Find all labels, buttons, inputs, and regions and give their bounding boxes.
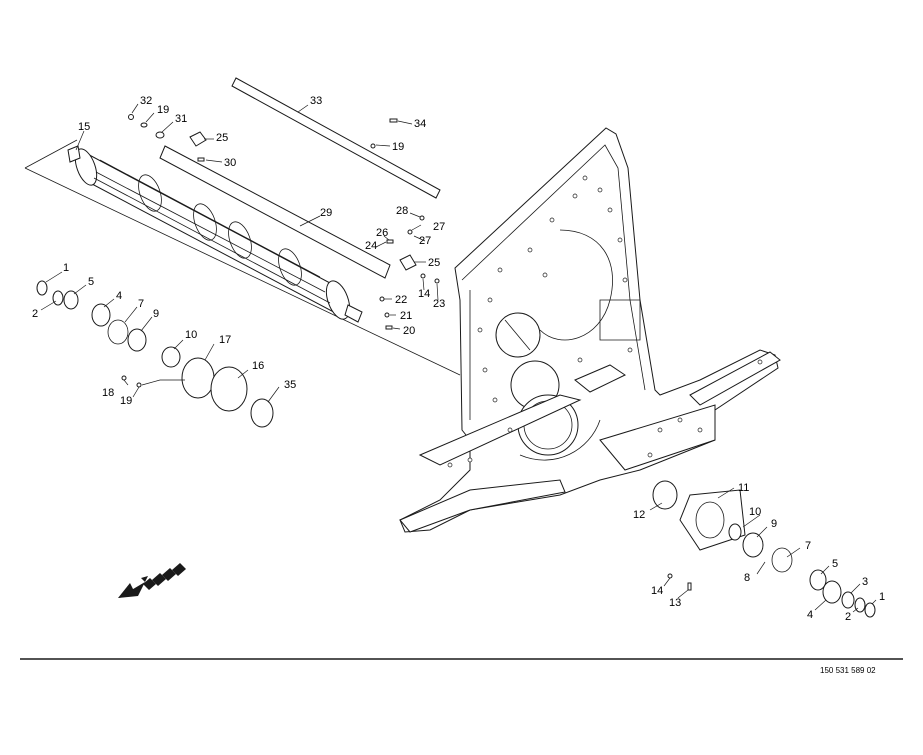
callout-4: 4 xyxy=(807,609,813,621)
callout-10: 10 xyxy=(185,329,197,341)
callout-7: 7 xyxy=(138,298,144,310)
callout-9: 9 xyxy=(771,518,777,530)
callout-9: 9 xyxy=(153,308,159,320)
callout-1: 1 xyxy=(63,262,69,274)
callout-24: 24 xyxy=(365,240,377,252)
callout-28: 28 xyxy=(396,205,408,217)
callout-2: 2 xyxy=(845,611,851,623)
callout-14: 14 xyxy=(651,585,663,597)
callout-13: 13 xyxy=(669,597,681,609)
nut-27 xyxy=(407,229,413,235)
bar-29 xyxy=(159,145,391,279)
callout-16: 16 xyxy=(252,360,264,372)
callout-7: 7 xyxy=(805,540,811,552)
callout-4: 4 xyxy=(116,290,122,302)
roller-assembly xyxy=(24,139,461,376)
washer-19-upper xyxy=(140,122,148,128)
callout-18: 18 xyxy=(102,387,114,399)
callout-5: 5 xyxy=(88,276,94,288)
bracket-25-lower xyxy=(399,254,417,271)
callout-27: 27 xyxy=(433,221,445,233)
callout-21: 21 xyxy=(400,310,412,322)
washer-19-mid xyxy=(370,143,376,149)
callout-33: 33 xyxy=(310,95,322,107)
bracket-25-upper xyxy=(189,131,207,147)
bolt-32 xyxy=(128,114,134,120)
callout-22: 22 xyxy=(395,294,407,306)
nut-28 xyxy=(419,215,425,221)
washer-14-upper xyxy=(420,273,426,279)
callout-labels: 33 34 19 32 19 31 25 30 15 29 28 27 26 2… xyxy=(32,95,885,623)
callout-26: 26 xyxy=(376,227,388,239)
leader-lines xyxy=(40,103,877,613)
callout-19: 19 xyxy=(120,395,132,407)
document-number: 150 531 589 02 xyxy=(820,666,876,675)
callout-30: 30 xyxy=(224,157,236,169)
callout-2: 2 xyxy=(32,308,38,320)
strip-33 xyxy=(231,77,441,199)
callout-34: 34 xyxy=(414,118,426,130)
callout-3: 3 xyxy=(862,576,868,588)
callout-35: 35 xyxy=(284,379,296,391)
nut-22 xyxy=(379,296,385,302)
bolt-34 xyxy=(389,118,398,123)
frame-side-plate xyxy=(399,127,781,533)
callout-25: 25 xyxy=(428,257,440,269)
callout-11: 11 xyxy=(738,482,749,494)
callout-19: 19 xyxy=(157,104,169,116)
callout-27: 27 xyxy=(419,235,431,247)
washer-31 xyxy=(155,131,165,139)
callout-5: 5 xyxy=(832,558,838,570)
bolt-30 xyxy=(197,157,205,162)
bolt-20 xyxy=(385,325,393,330)
callout-14: 14 xyxy=(418,288,430,300)
callout-12: 12 xyxy=(633,509,645,521)
callout-17: 17 xyxy=(219,334,231,346)
callout-32: 32 xyxy=(140,95,152,107)
callout-8: 8 xyxy=(744,572,750,584)
callout-31: 31 xyxy=(175,113,187,125)
washer-21 xyxy=(384,312,390,318)
callout-25: 25 xyxy=(216,132,228,144)
washer-23 xyxy=(434,278,440,284)
callout-1: 1 xyxy=(879,591,885,603)
callout-23: 23 xyxy=(433,298,445,310)
left-bearing-stack xyxy=(36,280,274,428)
callout-19: 19 xyxy=(392,141,404,153)
callout-10: 10 xyxy=(749,506,761,518)
direction-arrow-icon xyxy=(118,563,186,598)
callout-20: 20 xyxy=(403,325,415,337)
callout-15: 15 xyxy=(78,121,90,133)
callout-29: 29 xyxy=(320,207,332,219)
right-bearing-stack xyxy=(652,480,876,618)
bolt-24 xyxy=(386,239,394,244)
